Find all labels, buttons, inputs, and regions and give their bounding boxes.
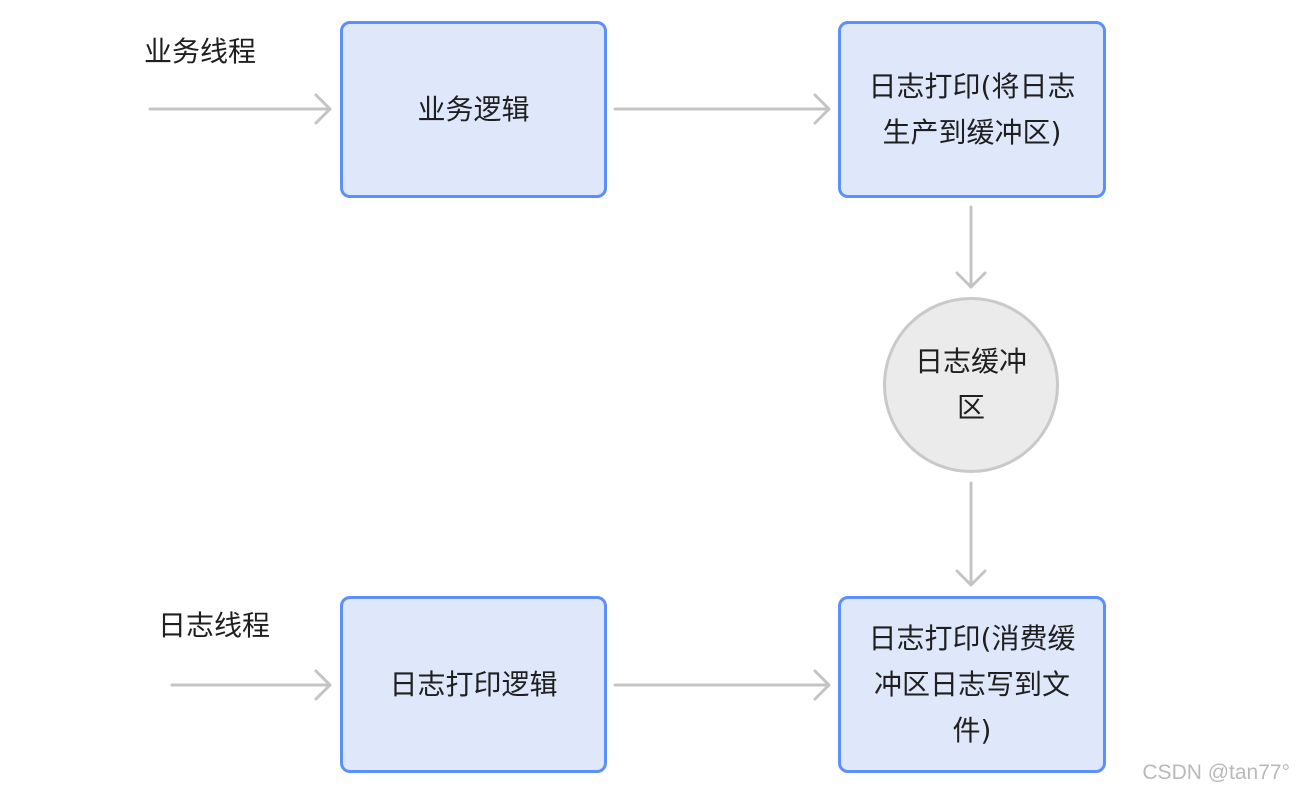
- arrow-buffer-to-log-consume: [955, 481, 987, 587]
- business-thread-label: 业务线程: [144, 35, 257, 68]
- log-buffer-node: 日志缓冲区: [883, 297, 1059, 473]
- log-print-produce-node: 日志打印(将日志生产到缓冲区): [838, 21, 1106, 198]
- arrow-log-print-logic-to-log-consume: [613, 669, 831, 701]
- log-thread-label: 日志线程: [158, 609, 271, 642]
- business-logic-node: 业务逻辑: [340, 21, 607, 198]
- log-print-logic-node: 日志打印逻辑: [340, 596, 607, 773]
- arrow-log-produce-to-buffer: [955, 205, 987, 289]
- arrow-business-thread-to-business-logic: [148, 93, 332, 125]
- arrow-log-thread-to-log-print-logic: [170, 669, 332, 701]
- log-print-consume-node: 日志打印(消费缓冲区日志写到文件): [838, 596, 1106, 773]
- arrow-business-logic-to-log-produce: [613, 93, 831, 125]
- csdn-watermark: CSDN @tan77°: [1142, 761, 1290, 784]
